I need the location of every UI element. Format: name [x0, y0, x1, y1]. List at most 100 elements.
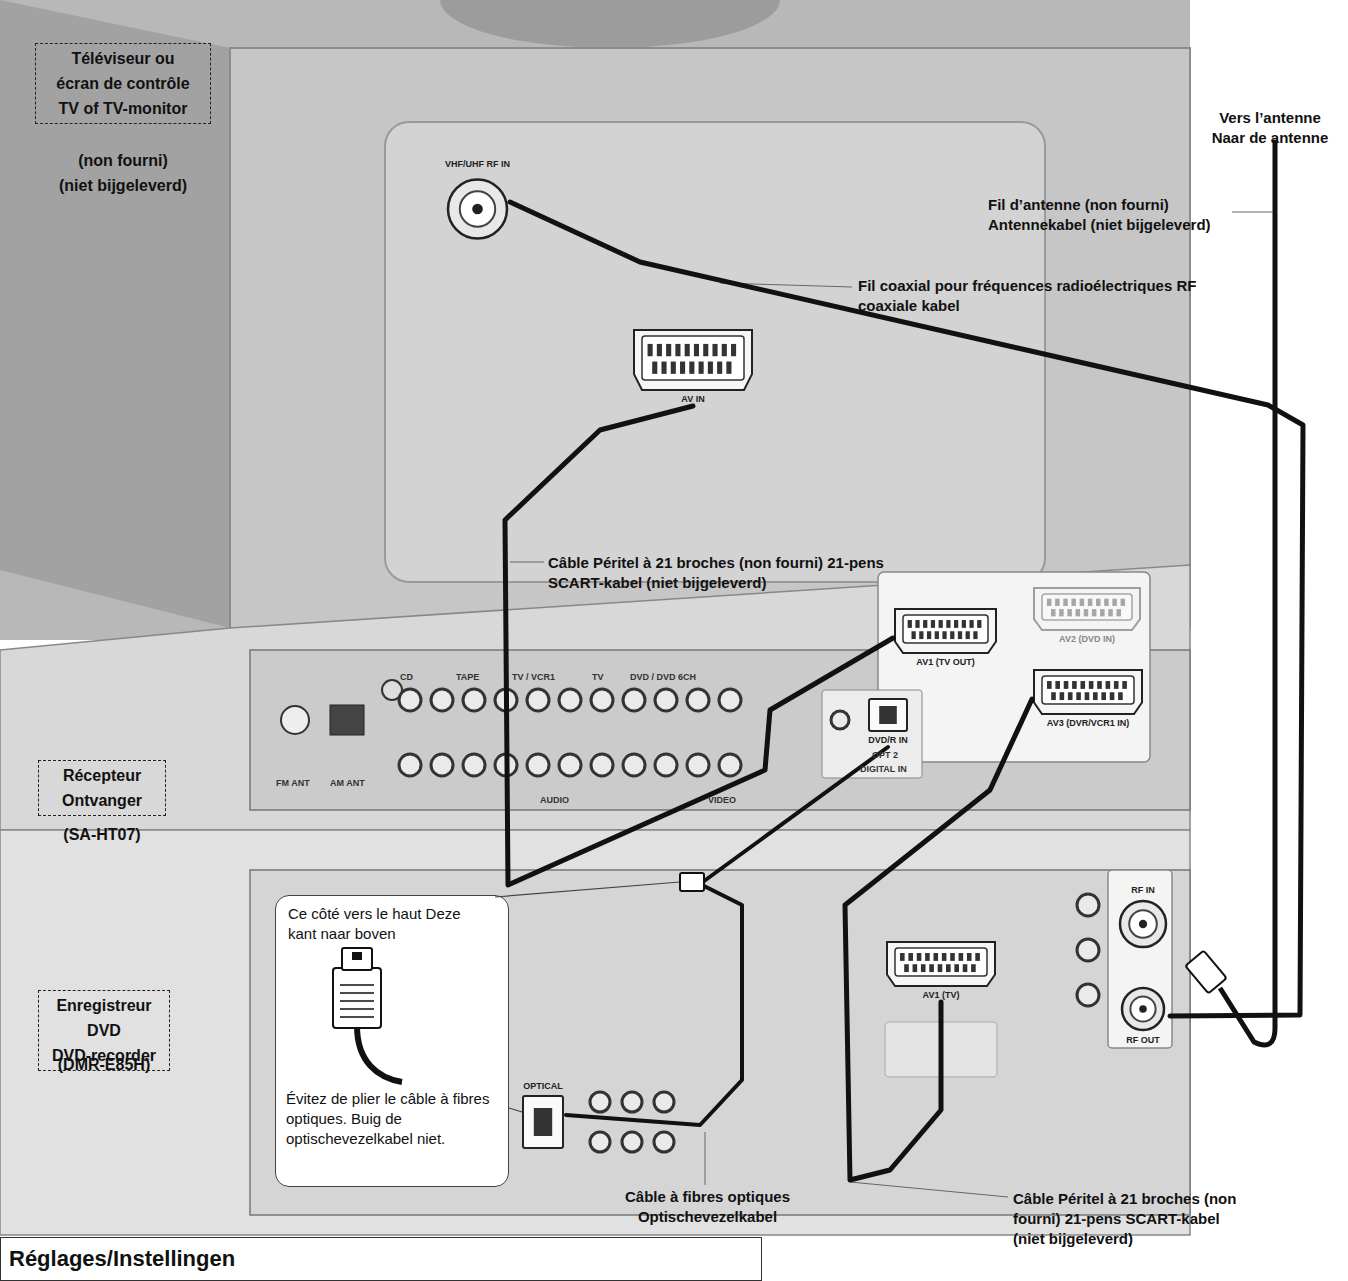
optical-frame	[869, 699, 907, 731]
model-number: (DMR-E85H)	[28, 1052, 180, 1077]
scart-pin	[1101, 692, 1106, 700]
coax-pin	[1139, 920, 1147, 928]
scart-pin	[1100, 609, 1105, 616]
port-label: OPTICAL	[508, 1080, 578, 1092]
tv-back-panel	[230, 48, 1190, 628]
scart-pin	[685, 344, 690, 356]
scart-pin	[694, 344, 699, 356]
jack-label: CD	[400, 672, 413, 683]
scart-pin	[1059, 609, 1064, 616]
scart-pin	[971, 964, 976, 972]
scart-pin	[938, 964, 943, 972]
dvd-recorder: Enregistreur DVD DVD-recorder(DMR-E85H)A…	[0, 830, 1190, 1235]
scart-pin	[1072, 681, 1077, 689]
rca-jack	[1077, 894, 1099, 916]
scart-pin	[904, 964, 909, 972]
rca-jack	[590, 1092, 610, 1112]
scart-pin	[1112, 599, 1117, 606]
scart-pin	[919, 631, 923, 639]
scart-pin	[726, 362, 731, 374]
cable-connector	[505, 406, 893, 885]
tv-side	[0, 0, 230, 628]
scart-pin	[731, 344, 736, 356]
scart-pin	[671, 362, 676, 374]
scart-pin	[1089, 681, 1094, 689]
scart-pin	[1076, 692, 1081, 700]
scart-pin	[648, 344, 653, 356]
scart-socket: AV1 (TV OUT)	[893, 607, 998, 669]
callout-text: Ce côté vers le haut Deze kant naar bove…	[288, 904, 484, 944]
cable-label: Fil coaxial pour fréquences radioélectri…	[858, 276, 1250, 316]
scart-pin	[1088, 599, 1093, 606]
scart-pin	[954, 964, 959, 972]
scart-pin	[925, 953, 930, 961]
port-label: AV2 (DVD IN)	[1020, 633, 1154, 645]
antenna-plug	[1185, 950, 1227, 993]
optical-socket-outline	[520, 1094, 566, 1150]
rca-jack	[687, 689, 709, 711]
rca-jack	[654, 1132, 674, 1152]
scart-shell	[887, 942, 995, 986]
rca-jack	[623, 689, 645, 711]
scart-pin	[1084, 609, 1089, 616]
scart-pin	[977, 620, 981, 628]
scart-pin	[923, 620, 927, 628]
coax-inner	[460, 191, 495, 226]
cable-label: Fil d’antenne (non fourni) Antennekabel …	[988, 195, 1260, 235]
jack-label: DIGITAL IN	[860, 764, 907, 775]
rca-jack	[591, 689, 613, 711]
device-label: Récepteur Ontvanger	[38, 760, 166, 816]
scart-inner	[1042, 594, 1132, 620]
port-label: AV1 (TV)	[873, 989, 1009, 1001]
rca-jack	[591, 754, 613, 776]
rca-jack	[623, 754, 645, 776]
scart-inner	[895, 948, 987, 976]
cable-connector	[566, 747, 888, 1125]
scart-pin	[1096, 599, 1101, 606]
cable-label: Câble Péritel à 21 broches (non fourni) …	[548, 553, 893, 593]
cable-label: Câble à fibres optiques Optischevezelkab…	[600, 1187, 815, 1227]
scart-pin	[917, 953, 922, 961]
rca-jack	[1077, 939, 1099, 961]
scart-pin	[958, 631, 962, 639]
scart-pin	[1092, 609, 1097, 616]
scart-pin	[908, 620, 912, 628]
receiver-digital-area	[822, 690, 922, 778]
rf-input-jack: VHF/UHF RF IN	[445, 158, 510, 246]
scart-pin	[954, 620, 958, 628]
scart-pin	[1051, 692, 1056, 700]
leader-line	[510, 562, 544, 563]
callout-leader	[495, 882, 680, 897]
scart-pin	[675, 344, 680, 356]
scart-pin	[1106, 681, 1111, 689]
scart-inner	[903, 615, 988, 643]
rca-jack	[431, 754, 453, 776]
scart-pin	[931, 620, 935, 628]
coax-outer	[448, 180, 507, 239]
rca-jack	[622, 1132, 642, 1152]
optical-plug	[680, 873, 704, 891]
cable-connector	[510, 202, 1303, 1016]
rca-jack	[719, 754, 741, 776]
rca-jack	[559, 689, 581, 711]
rca-jack	[399, 689, 421, 711]
leader-line	[1232, 212, 1273, 213]
scart-pin	[1055, 681, 1060, 689]
dvd-av2-socket	[885, 1022, 997, 1077]
optical-input: DVD/R IN	[866, 697, 910, 747]
scart-pin	[703, 344, 708, 356]
scart-pin	[962, 620, 966, 628]
scart-pin	[689, 362, 694, 374]
dvd-rear-panel	[250, 870, 1190, 1215]
scart-pin	[657, 344, 662, 356]
scart-socket: AV3 (DVR/VCR1 IN)	[1032, 668, 1144, 730]
port-label: AV IN	[620, 393, 766, 405]
scart-socket-outline	[885, 940, 997, 988]
jack-label: DVD / DVD 6CH	[630, 672, 696, 683]
optical-port	[534, 1108, 552, 1136]
scart-pin	[933, 953, 938, 961]
rca-jack	[559, 754, 581, 776]
scart-pin	[1067, 609, 1072, 616]
scart-pin	[708, 362, 713, 374]
